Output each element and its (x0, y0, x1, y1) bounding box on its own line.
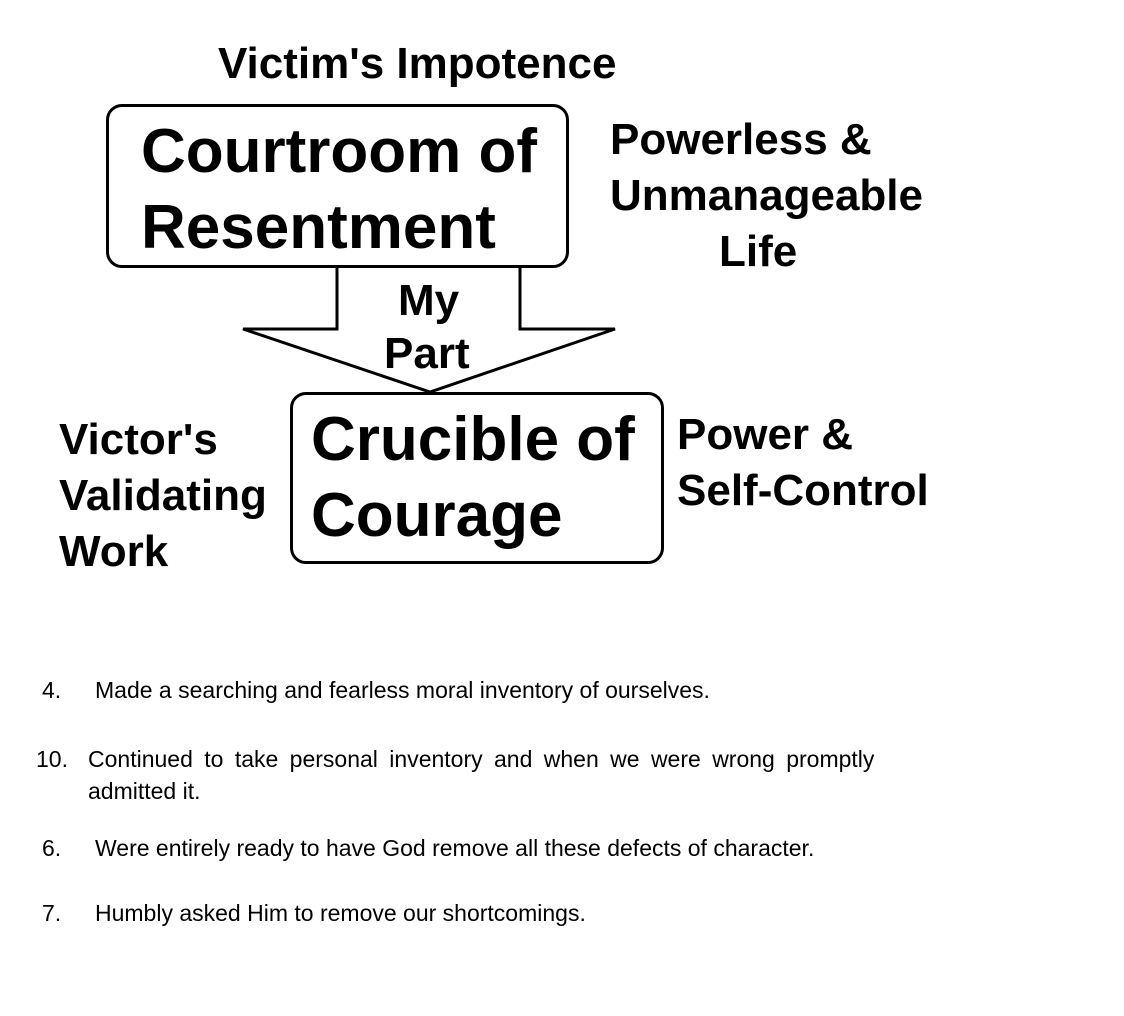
arrow-label-1: My (398, 276, 460, 325)
victors-label-1: Victor's (59, 415, 218, 464)
power-label-2: Self-Control (677, 466, 929, 515)
courtroom-of-resentment-box: Courtroom of Resentment (106, 104, 569, 268)
victors-label-2: Validating (59, 471, 267, 520)
powerless-label-2: Unmanageable (610, 171, 923, 220)
step-number: 10. (36, 746, 68, 772)
victims-impotence-label: Victim's Impotence (218, 39, 617, 88)
step-number: 4. (42, 677, 62, 703)
step-text: Humbly asked Him to remove our shortcomi… (95, 900, 586, 926)
box-top-line-2: Resentment (141, 193, 496, 262)
step-text: Were entirely ready to have God remove a… (95, 835, 815, 861)
powerless-label-1: Powerless & (610, 115, 872, 164)
crucible-of-courage-box: Crucible of Courage (290, 392, 664, 564)
step-text: Continued to take personal inventory and… (88, 746, 875, 772)
box-top-line-1: Courtroom of (141, 117, 538, 186)
arrow-label-2: Part (384, 329, 470, 378)
victors-label-3: Work (59, 527, 169, 576)
powerless-label-3: Life (719, 227, 798, 276)
step-number: 7. (42, 900, 62, 926)
power-label-1: Power & (677, 410, 854, 459)
box-bottom-line-2: Courage (311, 481, 563, 550)
box-bottom-line-1: Crucible of (311, 405, 635, 474)
down-arrow (242, 263, 616, 394)
step-number: 6. (42, 835, 62, 861)
step-text: Made a searching and fearless moral inve… (95, 677, 710, 703)
arrow-shape (242, 263, 616, 394)
step-text-continued: admitted it. (88, 778, 201, 804)
